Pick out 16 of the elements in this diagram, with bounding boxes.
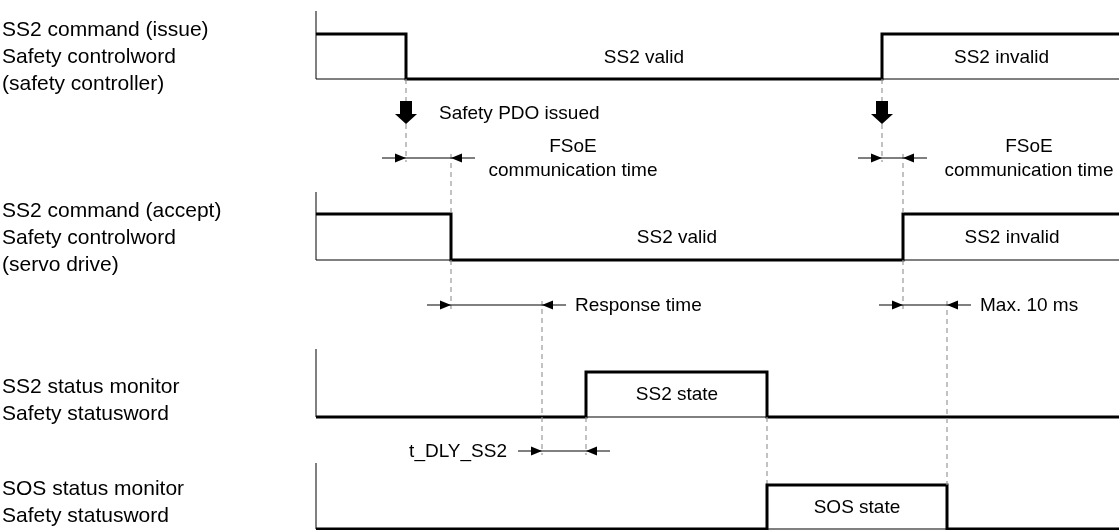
signal-name: SOS status monitor Safety statusword [2, 475, 186, 528]
state-label: SS2 valid [635, 225, 719, 249]
timing-label: t_DLY_SS2 [408, 439, 507, 463]
state-label: SS2 invalid [952, 45, 1051, 69]
signal-name: SS2 command (issue) Safety controlword (safety controller) [2, 16, 210, 96]
signal-name: SS2 status monitor Safety statusword [2, 373, 181, 426]
state-label: SOS state [812, 495, 902, 519]
state-label: SS2 state [634, 382, 720, 406]
timing-label: FSoE communication time [943, 134, 1115, 182]
timing-label: FSoE communication time [487, 134, 659, 182]
state-label: SS2 valid [602, 45, 686, 69]
timing-label: Response time [575, 293, 702, 317]
annotation-text: Safety PDO issued [439, 101, 600, 125]
state-label: SS2 invalid [963, 225, 1061, 249]
timing-label: Max. 10 ms [980, 293, 1079, 317]
signal-name: SS2 command (accept) Safety controlword (servo drive) [2, 197, 223, 277]
